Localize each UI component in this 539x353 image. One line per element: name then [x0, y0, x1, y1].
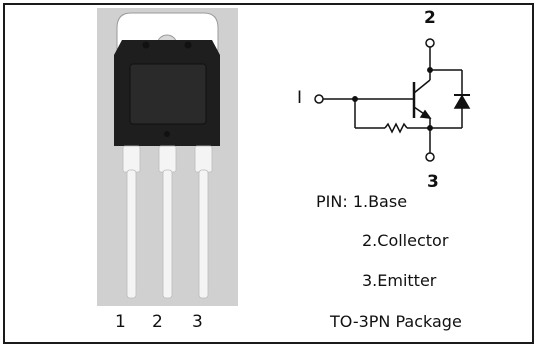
transistor-schematic — [314, 38, 471, 162]
package-dot-left — [142, 41, 150, 49]
package-window — [129, 63, 207, 125]
emitter-node-label: 3 — [427, 172, 439, 192]
base-resistor — [384, 122, 408, 134]
collector-terminal — [425, 38, 435, 48]
diode-symbol — [453, 94, 471, 109]
pin-label-2: 2 — [152, 312, 163, 332]
figure-frame — [3, 3, 534, 344]
base-node-label: I — [297, 88, 303, 108]
pin-description-emitter: 3.Emitter — [362, 271, 437, 290]
pin-description-collector: 2.Collector — [362, 231, 449, 250]
collector-node-label: 2 — [424, 8, 436, 28]
package-dot-bottom — [164, 131, 170, 137]
emitter-arrow — [419, 109, 432, 119]
transistor-package — [114, 12, 220, 299]
lead-3 — [198, 169, 209, 299]
lead-shoulder-1 — [122, 145, 141, 173]
base-terminal — [314, 94, 324, 104]
lead-1 — [126, 169, 137, 299]
pin-label-3: 3 — [192, 312, 203, 332]
lead-shoulder-3 — [194, 145, 213, 173]
pin-description-heading: PIN: 1.Base — [316, 192, 408, 211]
lead-shoulder-2 — [158, 145, 177, 173]
lead-2 — [162, 169, 173, 299]
package-dot-right — [184, 41, 192, 49]
emitter-terminal — [425, 152, 435, 162]
package-name-label: TO-3PN Package — [330, 312, 462, 331]
pin-label-1: 1 — [115, 312, 126, 332]
